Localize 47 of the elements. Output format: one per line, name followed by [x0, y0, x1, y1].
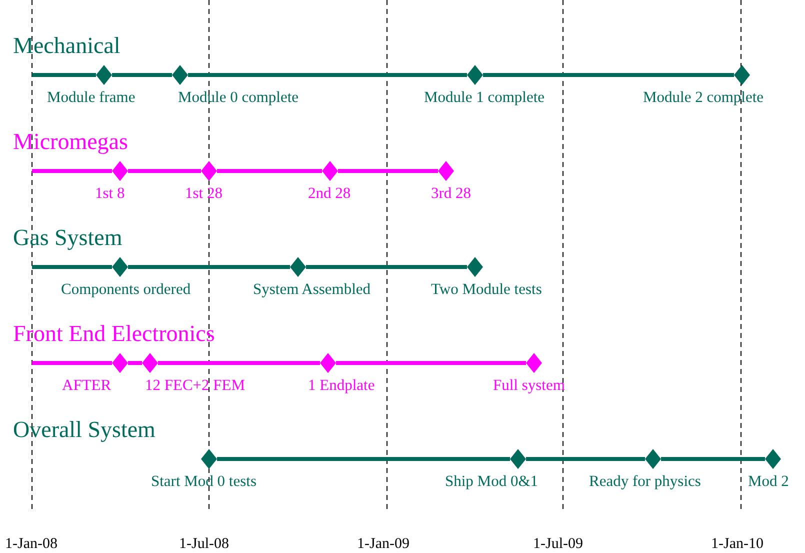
- milestone-label: Ready for physics: [589, 473, 701, 491]
- timeline-bar: [306, 265, 467, 269]
- milestone-label: Module 0 complete: [178, 89, 299, 107]
- milestone-label: Full system: [493, 377, 565, 395]
- lane-title: Overall System: [13, 417, 156, 443]
- timeline-bar: [32, 265, 112, 269]
- timeline-bar: [158, 361, 320, 365]
- axis-date-label: 1-Jan-10: [711, 536, 764, 553]
- timeline-bar: [32, 169, 112, 173]
- lane-title: Front End Electronics: [13, 321, 215, 347]
- timeline-bar: [188, 73, 467, 77]
- milestone-label: 3rd 28: [431, 185, 472, 203]
- axis-date-label: 1-Jul-09: [533, 536, 583, 553]
- milestone-label: Two Module tests: [431, 281, 542, 299]
- timeline-bar: [32, 361, 112, 365]
- milestone-label: Module 1 complete: [424, 89, 545, 107]
- timeline-bar: [128, 169, 201, 173]
- milestone-label: Ship Mod 0&1: [445, 473, 538, 491]
- lane-title: Mechanical: [13, 33, 120, 59]
- milestone-label: Mod 2: [748, 473, 789, 491]
- milestone-label: AFTER: [62, 377, 112, 395]
- timeline-bar: [128, 265, 290, 269]
- milestone-label: 2nd 28: [308, 185, 351, 203]
- milestone-label: 1st 8: [95, 185, 125, 203]
- timeline-bar: [32, 73, 96, 77]
- axis-date-label: 1-Jul-08: [179, 536, 229, 553]
- timeline-bar: [338, 169, 438, 173]
- milestone-label: Components ordered: [61, 281, 191, 299]
- timeline-bar: [217, 457, 510, 461]
- timeline-bar: [128, 361, 142, 365]
- timeline-bar: [483, 73, 734, 77]
- axis-date-label: 1-Jan-09: [357, 536, 410, 553]
- lane-title: Micromegas: [13, 129, 128, 155]
- milestone-label: 1st 28: [185, 185, 222, 203]
- milestone-label: Start Mod 0 tests: [151, 473, 256, 491]
- milestone-label: 12 FEC+2 FEM: [145, 377, 246, 395]
- axis-date-label: 1-Jan-08: [5, 536, 58, 553]
- timeline-bar: [526, 457, 645, 461]
- timeline-bar: [661, 457, 765, 461]
- milestone-label: Module frame: [47, 89, 136, 107]
- milestone-label: Module 2 complete: [643, 89, 764, 107]
- milestone-label: 1 Endplate: [308, 377, 375, 395]
- milestone-label: System Assembled: [253, 281, 371, 299]
- lane-title: Gas System: [13, 225, 122, 251]
- timeline-bar: [336, 361, 526, 365]
- timeline-bar: [217, 169, 322, 173]
- timeline-bar: [112, 73, 172, 77]
